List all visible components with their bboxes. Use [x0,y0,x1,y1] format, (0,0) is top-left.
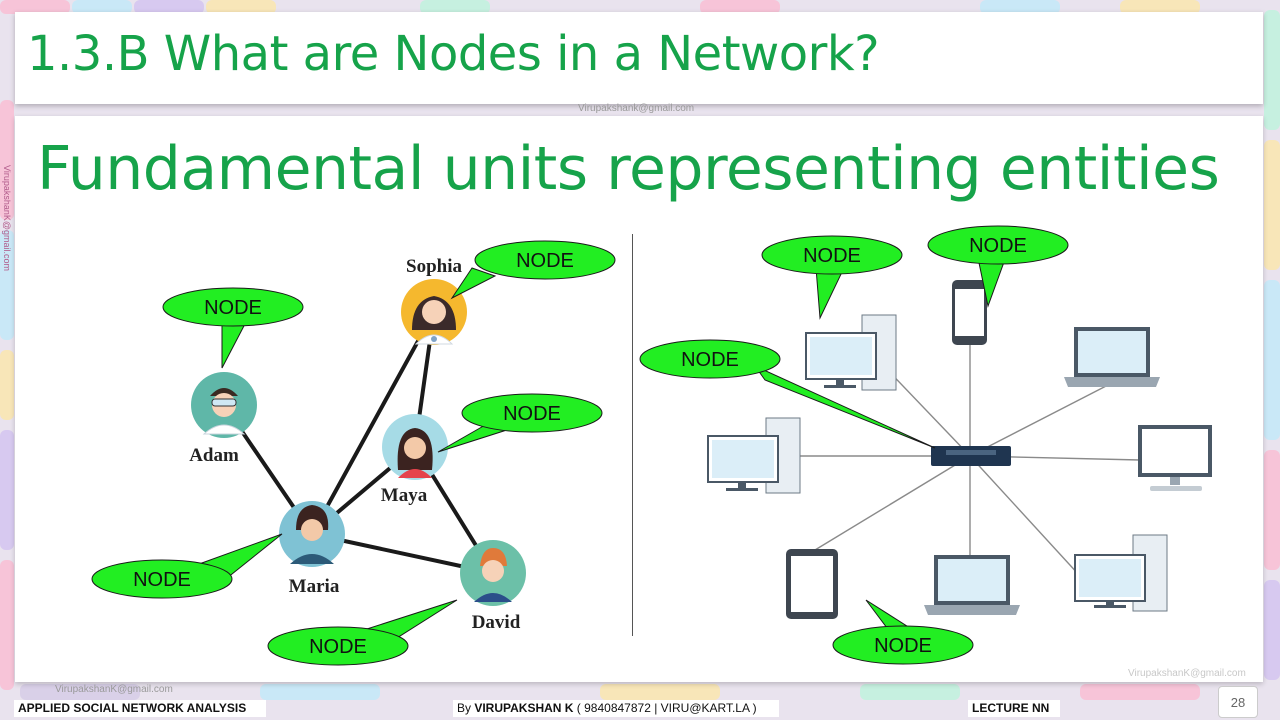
slide-title: 1.3.B What are Nodes in a Network? [27,26,880,82]
laptop-top-right [1064,327,1160,387]
callout-maya [461,393,603,433]
footer-lecture: LECTURE NN [968,700,1060,717]
person-label-maya: Maya [381,485,428,506]
desktop-computer-left [707,417,801,494]
callout-adam [162,287,304,327]
callout-label: NODE [204,297,262,319]
monitor-right [1138,425,1212,491]
person-node-sophia [401,279,467,345]
panel-divider [632,234,633,636]
callout-desktop-top [761,235,903,275]
author-name: VIRUPAKSHAN K [474,701,574,715]
email-watermark-bottom: VirupakshanK@gmail.com [55,684,173,695]
callout-david [267,626,409,666]
callout-tablet [832,625,974,665]
person-node-maria [279,501,345,567]
person-node-adam [191,372,257,438]
callout-label: NODE [681,349,739,371]
smartphone [952,280,987,345]
callout-label: NODE [133,569,191,591]
social-network-diagram: Sophia Adam Maya Maria David [189,256,526,633]
tablet [786,549,838,619]
callout-maria [91,559,233,599]
person-label-adam: Adam [189,445,239,466]
author-prefix: By [457,701,475,715]
callout-label: NODE [309,636,367,658]
person-node-maya [382,414,448,480]
person-label-sophia: Sophia [406,256,462,277]
desktop-computer-bottom-right [1074,534,1168,612]
callout-label: NODE [969,235,1027,257]
network-switch [931,446,1011,466]
person-label-david: David [472,612,521,633]
page-number: 28 [1218,686,1258,718]
author-contact: ( 9840847872 | VIRU@KART.LA ) [573,701,757,715]
lecture-label: LECTURE NN [972,701,1050,715]
email-watermark-top: Virupakshank@gmail.com [578,103,695,114]
slide-subtitle: Fundamental units representing entities [37,134,1220,204]
callout-label: NODE [874,635,932,657]
node-callouts [91,225,1069,666]
laptop-bottom [924,555,1020,615]
callout-switch [639,339,781,379]
email-watermark-right: VirupakshanK@gmail.com [1128,668,1246,679]
callout-phone [927,225,1069,265]
person-label-maria: Maria [289,576,340,597]
person-node-david [460,540,526,606]
course-name: APPLIED SOCIAL NETWORK ANALYSIS [18,701,247,715]
title-bar: 1.3.B What are Nodes in a Network? [15,12,1263,104]
social-network-edges [222,310,495,575]
footer-author: By VIRUPAKSHAN K ( 9840847872 | VIRU@KAR… [453,700,779,717]
footer-course: APPLIED SOCIAL NETWORK ANALYSIS [14,700,266,717]
email-watermark-vertical: VirupakshanK@gmail.com [2,165,12,272]
callout-label: NODE [803,245,861,267]
computer-network-diagram [707,280,1212,619]
edge-maria-sophia [310,310,436,536]
callout-label: NODE [516,250,574,272]
desktop-computer-top [805,314,897,391]
callout-sophia [474,240,616,280]
callout-label: NODE [503,403,561,425]
